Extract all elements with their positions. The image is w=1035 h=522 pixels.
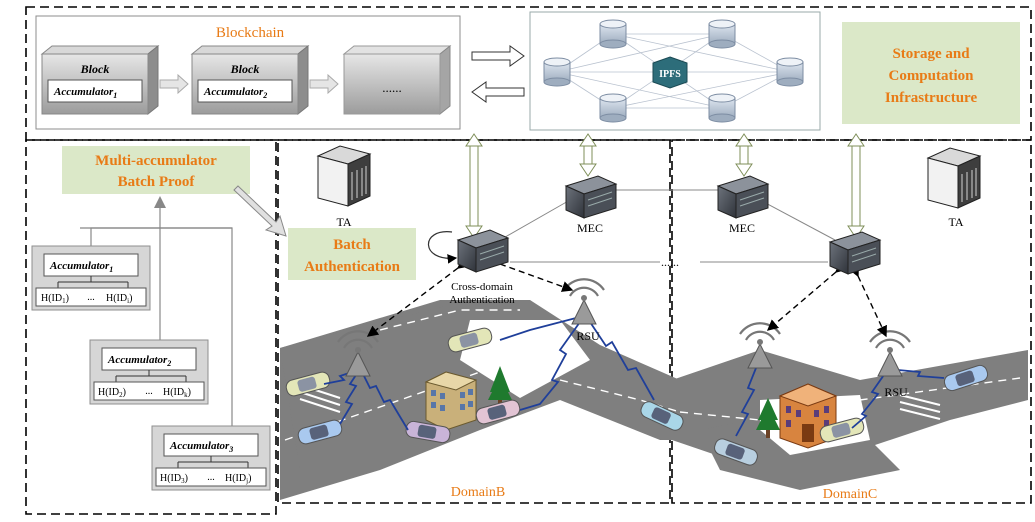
accumulator-card-3: Accumulator3 H(ID3) ... H(IDj) [151,425,271,491]
car-icon [297,419,343,445]
infrastructure-line-1: Storage and [892,46,970,62]
batch-auth-label-box [288,228,416,280]
car-icon [640,401,684,431]
mec-right-label: MEC [729,221,755,235]
ipfs-database-icons [543,19,804,123]
double-arrow-link [735,133,753,177]
domain-c-label: DomainC [823,487,877,502]
cross-domain-label-1: Cross-domain [451,281,513,293]
vehicle-icons [285,327,989,466]
rsu-tower-icon [337,330,379,377]
car-icon [475,399,521,425]
chain-arrow-1 [159,73,189,95]
blockchain-title: Blockchain [216,25,285,41]
domain-b-label: DomainB [451,485,505,500]
double-arrow-link [465,133,483,239]
rsu-tower-icon [869,330,911,377]
block-2-label: Block [230,62,260,76]
svg-text:Accumulator3: Accumulator3 [169,440,233,454]
database-icon [543,57,571,87]
ta-building-icon [926,147,982,209]
to-ipfs-arrow [471,45,525,67]
batch-auth-line-1: Batch [333,237,371,253]
car-icon [285,371,331,397]
block-1: Block Accumulator1 [40,44,160,116]
ta-right-label: TA [948,215,963,229]
svg-text:Accumulator1: Accumulator1 [49,260,113,274]
car-icon [405,420,451,444]
car-icon [943,364,989,392]
svg-text:H(IDk): H(IDk) [163,387,191,399]
proof-tree-lines [80,198,233,426]
top-frame [25,6,1032,141]
batch-auth-line-2: Authentication [304,259,400,275]
ipfs-logo-icon: IPFS [652,56,688,89]
server-icon [716,175,770,219]
database-icon [776,57,804,87]
svg-text:...: ... [87,292,95,303]
accumulator-card-1: Accumulator1 H(ID1) ... H(IDi) [31,245,151,311]
batch-proof-label-box [62,146,250,194]
infrastructure-line-2: Computation [888,68,974,84]
database-icon [599,19,627,49]
batch-proof-line-2: Batch Proof [118,174,196,190]
svg-text:H(ID1): H(ID1) [41,293,69,305]
svg-text:H(IDj): H(IDj) [225,473,251,485]
crosswalks [299,384,941,420]
double-arrow-link [579,133,597,177]
infrastructure-line-3: Infrastructure [885,90,978,106]
block-2: Block Accumulator2 [190,44,310,116]
car-icon [714,438,758,466]
proof-tree-arrowhead [154,196,166,208]
infrastructure-label-box [842,22,1020,124]
left-frame [25,139,277,515]
database-icon [708,93,736,123]
accumulator-card-2: Accumulator2 H(ID2) ... H(IDk) [89,339,209,405]
auth-loop-arrow [427,231,458,264]
link-ellipsis: ...... [661,255,679,269]
domain-c-frame [671,139,1032,504]
ta-left-label: TA [336,215,351,229]
auth-links [366,257,887,338]
svg-text:...: ... [207,472,215,483]
server-network-lines [499,189,836,263]
tree-icon [756,398,780,438]
server-icon [564,175,618,219]
to-blockchain-arrow [471,81,525,103]
batch-proof-line-1: Multi-accumulator [95,153,217,169]
svg-text:H(ID2): H(ID2) [98,387,126,399]
rsu-c-label: RSU [884,385,908,399]
building-icon [424,371,478,431]
database-icon [599,93,627,123]
svg-text:...: ... [145,386,153,397]
storage-links [465,133,865,239]
rsu-tower-icon [563,278,605,325]
rsu-b-label: RSU [576,329,600,343]
block-ellipsis: ...... [382,80,402,95]
svg-text:Accumulator2: Accumulator2 [107,354,171,368]
wireless-links [323,317,945,437]
double-arrow-link [847,133,865,239]
proof-to-auth-arrow [233,185,287,237]
svg-text:H(IDi): H(IDi) [106,293,132,305]
svg-text:H(ID3): H(ID3) [160,473,188,485]
mec-left-label: MEC [577,221,603,235]
server-icon [828,231,882,275]
database-icon [708,19,736,49]
ipfs-label: IPFS [659,69,681,80]
block-2-accumulator: Accumulator2 [203,86,267,100]
ta-building-icon [316,145,372,207]
car-icon [819,417,865,443]
block-1-accumulator: Accumulator1 [53,86,117,100]
cross-domain-label-2: Authentication [449,294,515,306]
chain-arrow-2 [309,73,339,95]
block-3: ...... [342,44,452,116]
central-block [460,320,590,398]
block-1-label: Block [80,62,110,76]
server-icon [456,229,510,273]
